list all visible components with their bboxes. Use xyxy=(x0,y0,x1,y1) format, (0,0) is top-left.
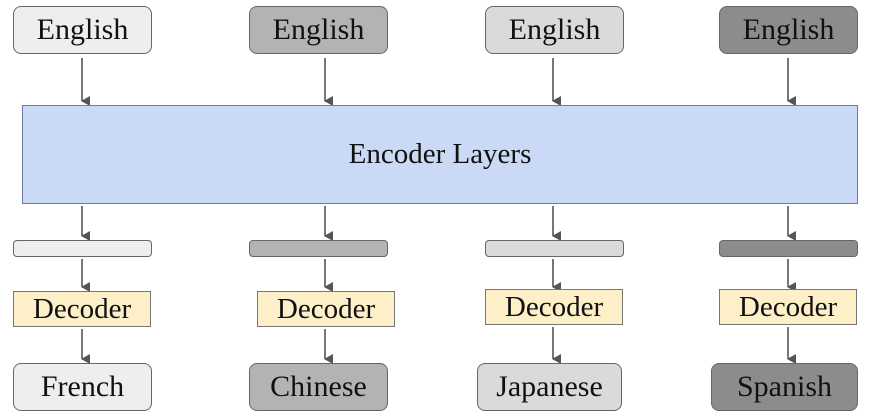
decoder-box-2: Decoder xyxy=(257,291,395,327)
decoder-label-3: Decoder xyxy=(504,290,604,323)
output-label-1: French xyxy=(40,370,125,403)
input-box-1: English xyxy=(13,6,152,54)
decoder-label-4: Decoder xyxy=(738,290,838,323)
embedding-bar-2 xyxy=(249,240,388,257)
decoder-box-3: Decoder xyxy=(485,289,623,325)
output-label-2: Chinese xyxy=(270,370,367,403)
output-box-chinese: Chinese xyxy=(249,363,388,411)
input-label-1: English xyxy=(36,13,129,46)
input-label-4: English xyxy=(742,13,835,46)
encoder-label: Encoder Layers xyxy=(348,138,532,170)
input-box-2: English xyxy=(249,6,388,54)
output-label-3: Japanese xyxy=(496,370,603,403)
output-box-spanish: Spanish xyxy=(711,363,858,411)
embedding-bar-3 xyxy=(485,240,624,257)
embedding-bar-4 xyxy=(719,240,858,257)
output-box-japanese: Japanese xyxy=(477,363,622,411)
decoder-label-1: Decoder xyxy=(32,292,132,325)
input-label-3: English xyxy=(508,13,601,46)
input-box-3: English xyxy=(485,6,624,54)
input-box-4: English xyxy=(719,6,858,54)
embedding-bar-1 xyxy=(13,240,152,257)
encoder-layers-box: Encoder Layers xyxy=(22,105,858,204)
decoder-box-4: Decoder xyxy=(719,289,857,325)
decoder-box-1: Decoder xyxy=(13,291,151,327)
input-label-2: English xyxy=(272,13,365,46)
output-box-french: French xyxy=(13,363,152,411)
output-label-4: Spanish xyxy=(736,370,832,403)
decoder-label-2: Decoder xyxy=(276,292,376,325)
